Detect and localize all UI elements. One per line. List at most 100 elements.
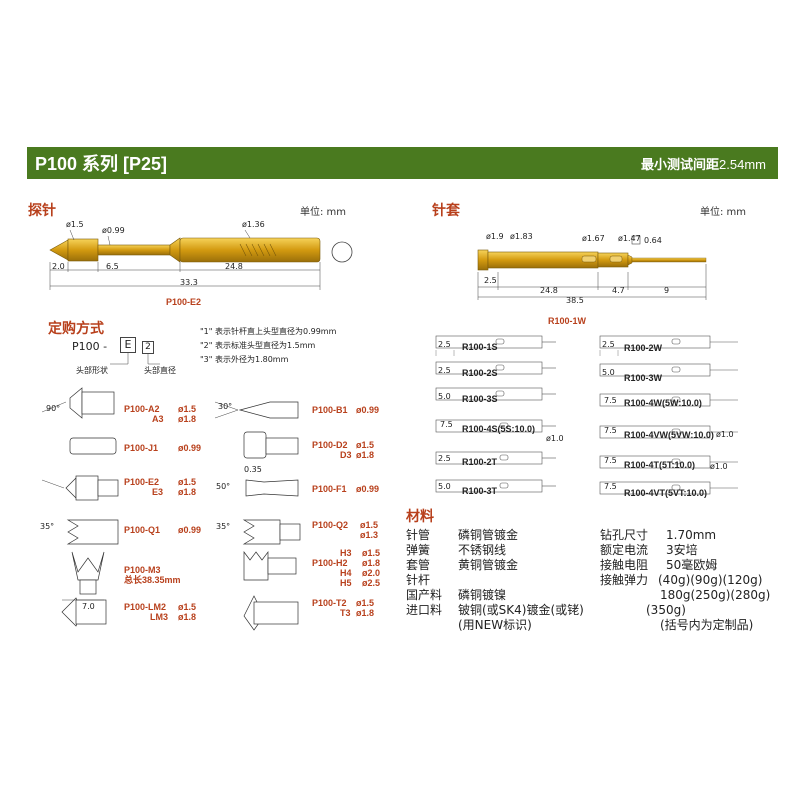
socket-variant-2t-dim: 2.5 [438,454,451,463]
socket-unit: 单位: mm [700,207,747,218]
socket-dim-d2: ø1.83 [510,232,533,241]
socket-section-title: 针套 [432,202,460,218]
probe-dim-d1: ø1.5 [66,220,84,229]
materials-force-extra: 180g(250g)(280g)(350g)(括号内为定制品) [646,588,771,632]
socket-name: R100-1W [548,316,587,326]
series-header: P100 系列 [P25] 最小测试间距2.54mm [27,147,778,179]
socket-variant-4s: R100-4S(5S:10.0) [462,424,536,434]
probe-dim-l3: 24.8 [225,262,243,271]
socket-variant-3w: R100-3W [624,373,663,383]
socket-variant-2w-dim: 2.5 [602,340,615,349]
socket-variant-4vw-dim: 7.5 [604,426,617,435]
socket-variant-2s: R100-2S [462,368,498,378]
probe-dim-d3: ø1.36 [242,220,265,229]
socket-variant-4t-dim: 7.5 [604,456,617,465]
series-title: P100 系列 [P25] [35,154,168,174]
tip-q1-spec: ø0.99 [178,525,202,535]
tip-j-spec: ø0.99 [178,443,202,453]
socket-variant-4t: R100-4T(5T:10.0) [624,460,696,470]
socket-variant-4s-dim: 7.5 [440,420,453,429]
socket-variant-2w: R100-2W [624,343,663,353]
socket-variant-1s: R100-1S [462,342,498,352]
socket-variant-3s-dim: 5.0 [438,392,451,401]
probe-dim-l2: 6.5 [106,262,119,271]
materials-section-title: 材料 [406,508,434,524]
socket-dim-total: 38.5 [566,296,584,305]
tip-f-extra: 0.35 [244,465,262,474]
socket-dim-l1: 2.5 [484,276,497,285]
socket-variant-1s-dim: 2.5 [438,340,451,349]
socket-variant-4vw-dia: ø1.0 [716,430,734,439]
socket-dim-d3: ø1.67 [582,234,605,243]
socket-variant-4vt-dim: 7.5 [604,482,617,491]
socket-dim-d5: 0.64 [644,236,662,245]
probe-section-title: 探针 [28,202,56,218]
order-code-prefix: P100 - [72,340,108,353]
tip-q1-code: P100-Q1 [124,525,161,535]
probe-dim-d2: ø0.99 [102,226,125,235]
socket-dim-d4: ø1.47 [618,234,641,243]
probe-dim-l1: 2.0 [52,262,65,271]
order-notes: "1" 表示针杆直上头型直径为0.99mm"2" 表示标准头型直径为1.5mm"… [200,327,337,364]
probe-dim-total: 33.3 [180,278,198,287]
socket-dim-l2: 24.8 [540,286,558,295]
socket-variant-4w: R100-4W(5W:10.0) [624,398,702,408]
order-section-title: 定购方式 [48,320,104,336]
tip-a-angle: 90° [46,404,61,413]
materials-left-keys: 针管弹簧套管针杆国产料进口料 [406,528,443,617]
materials-left-values: 磷铜管镀金不锈钢线黄铜管镀金 磷铜镀镍铍铜(或SK4)镀金(或铑)(用NEW标识… [458,528,584,632]
tip-b-spec: ø0.99 [356,405,380,415]
tip-q1-angle: 35° [40,522,55,531]
socket-variant-3t: R100-3T [462,486,498,496]
socket-variant-4vt-dia: ø1.0 [710,462,728,471]
tip-f-code: P100-F1 [312,484,347,494]
tip-b-angle: 30° [218,402,233,411]
tip-m-dim: 7.0 [82,602,95,611]
tip-f-angle: 50° [216,482,231,491]
materials-right-keys: 钻孔尺寸额定电流接触电阻接触弹力 [600,528,649,587]
tip-q2-code: P100-Q2 [312,520,349,530]
socket-variant-3w-dim: 5.0 [602,368,615,377]
probe-unit: 单位: mm [300,207,347,218]
socket-variant-4vw: R100-4VW(5VW:10.0) [624,430,714,440]
socket-dim-l4: 9 [664,286,670,295]
probe-name: P100-E2 [166,297,202,307]
socket-variant-2t-dia: ø1.0 [546,434,564,443]
order-code-shape: E [120,337,136,353]
tip-j-code: P100-J1 [124,443,159,453]
socket-variant-4vt: R100-4VT(5VT:10.0) [624,488,708,498]
tip-h-code: H3 [340,548,352,558]
order-label-shape: 头部形状 [76,366,108,375]
order-code-dia: 2 [142,341,154,354]
tip-q2-angle: 35° [216,522,231,531]
socket-dim-d1: ø1.9 [486,232,504,241]
socket-variant-4w-dim: 7.5 [604,396,617,405]
socket-variant-3t-dim: 5.0 [438,482,451,491]
socket-variant-2s-dim: 2.5 [438,366,451,375]
socket-dim-l3: 4.7 [612,286,625,295]
tip-b-code: P100-B1 [312,405,348,415]
socket-variant-2t: R100-2T [462,457,498,467]
socket-variant-3s: R100-3S [462,394,498,404]
tip-f-spec: ø0.99 [356,484,380,494]
min-pitch: 最小测试间距2.54mm [641,157,766,172]
